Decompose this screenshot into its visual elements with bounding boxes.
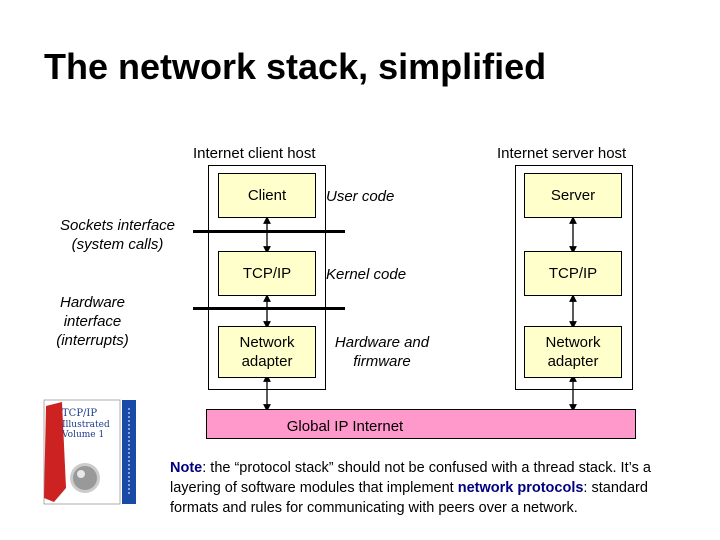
note-emphasis: network protocols — [457, 480, 584, 496]
tcpip-illustrated-book-image: TCP/IP Illustrated Volume 1 — [40, 398, 140, 506]
client-host-header: Internet client host — [193, 145, 316, 162]
hardware-interface-bar — [193, 307, 345, 310]
svg-text:Illustrated: Illustrated — [62, 420, 110, 430]
svg-text:Volume 1: Volume 1 — [61, 430, 104, 440]
server-host-header: Internet server host — [497, 145, 627, 162]
client-app-box: Client — [218, 173, 316, 218]
client-tcpip-box: TCP/IP — [218, 251, 316, 296]
client-network-adapter-box: Network adapter — [218, 326, 316, 378]
hardware-interface-label: Hardware interface (interrupts) — [56, 294, 129, 349]
kernel-code-label: Kernel code — [326, 266, 407, 283]
server-app-box: Server — [524, 173, 622, 218]
global-internet-box: Global IP Internet — [206, 409, 636, 439]
svg-text:TCP/IP: TCP/IP — [62, 408, 97, 419]
note-prefix: Note — [170, 460, 203, 476]
global-internet-label: Global IP Internet — [286, 418, 404, 435]
note-paragraph: Note: the “protocol stack” should not be… — [170, 458, 700, 518]
server-network-adapter-box: Network adapter — [524, 326, 622, 378]
sockets-interface-bar — [193, 230, 345, 233]
sockets-interface-label: Sockets interface (system calls) — [59, 217, 176, 253]
user-code-label: User code — [326, 188, 395, 205]
note-text-part1: : the “protocol stack” should not be con… — [170, 460, 651, 496]
server-tcpip-box: TCP/IP — [524, 251, 622, 296]
note-text-part2: : standard formats and rules for communi… — [170, 480, 648, 516]
page-title: The network stack, simplified — [44, 46, 547, 87]
hardware-firmware-label: Hardware and firmware — [334, 334, 430, 370]
